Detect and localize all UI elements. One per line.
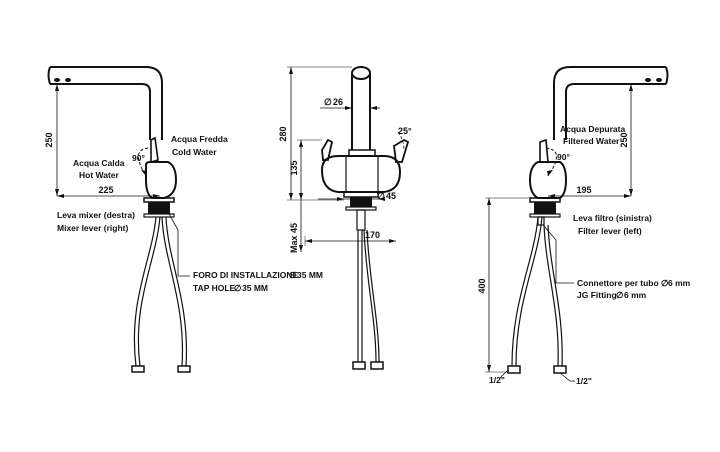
center-spout-top bbox=[351, 66, 371, 80]
center-dim-spout-dia: 26 bbox=[333, 97, 343, 107]
left-hole-it: FORO DI INSTALLAZIONE bbox=[193, 270, 298, 280]
center-angle-arc bbox=[397, 131, 405, 151]
left-dim-width: 225 bbox=[98, 185, 113, 195]
right-spout-inner bbox=[565, 83, 666, 140]
left-angle-label: 90° bbox=[132, 153, 145, 163]
left-base bbox=[143, 197, 175, 203]
left-cold-label-it: Acqua Fredda bbox=[171, 134, 228, 144]
right-aerator bbox=[656, 78, 662, 82]
right-filtered-en: Filtered Water bbox=[563, 136, 620, 146]
left-spout-outer bbox=[50, 66, 163, 140]
left-shank bbox=[148, 202, 170, 214]
left-fitting-2 bbox=[177, 365, 191, 373]
right-thread-left: 1/2" bbox=[489, 375, 505, 385]
center-body bbox=[320, 155, 402, 193]
right-body bbox=[528, 161, 568, 199]
right-thread-right: 1/2" bbox=[576, 376, 592, 386]
right-dim-height: 250 bbox=[619, 132, 629, 147]
left-hole-en-dia-icon: ∅ bbox=[234, 283, 242, 293]
right-fitting-dia-icon: ∅ bbox=[661, 278, 669, 288]
left-hole-en: TAP HOLE bbox=[193, 283, 236, 293]
left-hole-leader bbox=[167, 211, 190, 277]
center-lever-left bbox=[321, 138, 334, 161]
left-dim-height: 250 bbox=[44, 132, 54, 147]
center-dim-base-dia: 45 bbox=[386, 191, 396, 201]
left-fitting-1 bbox=[131, 365, 145, 373]
center-fitting-2 bbox=[370, 361, 384, 370]
left-hole-it-dim: 35 MM bbox=[297, 270, 323, 280]
left-faucet-view: 250 225 90° Acqua Fredda Cold Water Acqu… bbox=[44, 66, 323, 373]
center-base-dia-icon: ∅ bbox=[377, 191, 385, 201]
left-cold-label-en: Cold Water bbox=[172, 147, 217, 157]
center-faucet-view: ∅ 26 280 135 Max 45 25° ∅ 45 170 bbox=[278, 66, 412, 370]
right-fitting-en-dia-icon: ∅ bbox=[616, 290, 624, 300]
center-lever-right bbox=[393, 138, 410, 163]
right-lever bbox=[539, 138, 549, 163]
left-hose-2 bbox=[161, 216, 184, 367]
right-fitting-it-dim: 6 mm bbox=[668, 278, 691, 288]
left-lever-en: Mixer lever (right) bbox=[57, 223, 128, 233]
right-shank bbox=[534, 202, 556, 214]
left-lever bbox=[150, 136, 159, 164]
left-spout-tip bbox=[47, 66, 51, 85]
left-body bbox=[145, 161, 178, 199]
center-dim-max: Max 45 bbox=[289, 223, 299, 253]
right-hose-1 bbox=[511, 216, 539, 367]
left-hole-dia-icon: ∅ bbox=[289, 270, 297, 280]
right-base bbox=[529, 197, 561, 203]
center-fitting-1 bbox=[352, 361, 366, 370]
left-hole-en-dim: 35 MM bbox=[242, 283, 268, 293]
right-faucet-view: 250 195 90° Acqua Depurata Filtered Wate… bbox=[477, 66, 691, 386]
center-spout-dia-icon: ∅ bbox=[324, 97, 332, 107]
center-base bbox=[343, 191, 379, 198]
right-lever-en: Filter lever (left) bbox=[578, 226, 642, 236]
right-fitting-en: JG Fitting bbox=[577, 290, 617, 300]
right-hose-2 bbox=[543, 224, 559, 367]
right-filtered-it: Acqua Depurata bbox=[560, 124, 625, 134]
center-angle-label: 25° bbox=[398, 126, 412, 136]
left-hot-label-it: Acqua Calda bbox=[73, 158, 125, 168]
right-fitting-en-dim: 6 mm bbox=[624, 290, 647, 300]
center-dim-height: 280 bbox=[278, 126, 288, 141]
center-dim-body: 135 bbox=[289, 160, 299, 175]
right-fitting-2 bbox=[553, 365, 567, 374]
right-dim-hose: 400 bbox=[477, 278, 487, 293]
left-hose-1 bbox=[133, 216, 157, 367]
center-dim-width: 170 bbox=[365, 230, 380, 240]
right-dim-width: 195 bbox=[576, 185, 591, 195]
center-hose-2 bbox=[363, 229, 377, 363]
right-fitting-1 bbox=[507, 365, 521, 374]
right-fitting-it: Connettore per tubo bbox=[577, 278, 659, 288]
right-angle-label: 90° bbox=[557, 152, 570, 162]
center-shank bbox=[350, 197, 372, 207]
left-aerator bbox=[54, 78, 60, 82]
right-spout-outer bbox=[553, 66, 666, 140]
right-lever-it: Leva filtro (sinistra) bbox=[573, 213, 652, 223]
left-spout-inner bbox=[50, 83, 151, 140]
left-hot-label-en: Hot Water bbox=[79, 170, 120, 180]
right-fitting-leader bbox=[543, 225, 574, 284]
right-spout-tip bbox=[665, 66, 669, 85]
left-lever-it: Leva mixer (destra) bbox=[57, 210, 135, 220]
